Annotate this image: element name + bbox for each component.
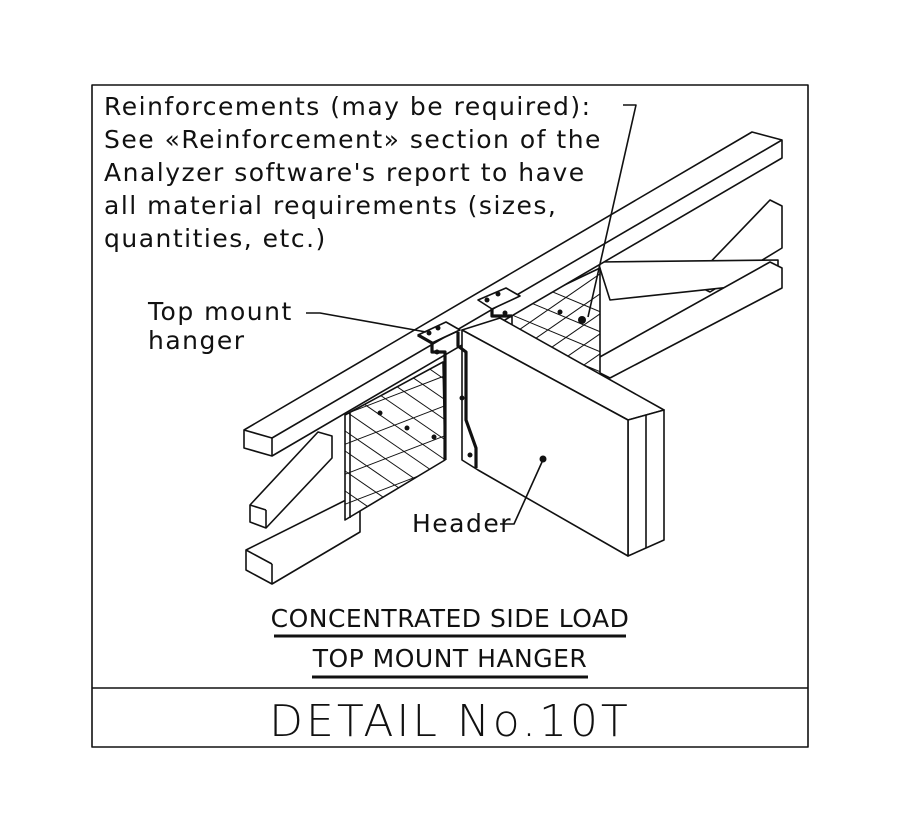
reinforcement-note: Reinforcements (may be required): See «R… bbox=[104, 92, 602, 253]
reinforcement-note-line: quantities, etc.) bbox=[104, 224, 327, 253]
leader-lines bbox=[306, 104, 637, 525]
detail-number: DETAIL No.10T bbox=[269, 696, 631, 747]
reinforcement-note-line: Analyzer software's report to have bbox=[104, 158, 586, 187]
header-member bbox=[461, 317, 665, 557]
hanger-leader bbox=[306, 312, 427, 333]
reinforcement-note-line: Reinforcements (may be required): bbox=[104, 92, 592, 121]
header-leader bbox=[500, 461, 543, 525]
header-label: Header bbox=[412, 509, 512, 538]
caption-line-2: TOP MOUNT HANGER bbox=[312, 644, 588, 673]
reinforcement-note-line: See «Reinforcement» section of the bbox=[104, 125, 602, 154]
reinforcement-note-line: all material requirements (sizes, bbox=[104, 191, 557, 220]
far-truss bbox=[597, 199, 783, 379]
caption-line-1: CONCENTRATED SIDE LOAD bbox=[271, 604, 630, 633]
drawing-frame bbox=[91, 84, 809, 748]
detail-caption: CONCENTRATED SIDE LOAD TOP MOUNT HANGER bbox=[271, 604, 630, 679]
near-truss-bottom bbox=[245, 431, 361, 585]
top-mount-hanger bbox=[417, 287, 521, 468]
reinforcement-leader bbox=[587, 104, 637, 318]
hanger-note: Top mount hanger bbox=[147, 297, 293, 355]
hanger-note-line: hanger bbox=[148, 326, 246, 355]
hanger-note-line: Top mount bbox=[147, 297, 293, 326]
